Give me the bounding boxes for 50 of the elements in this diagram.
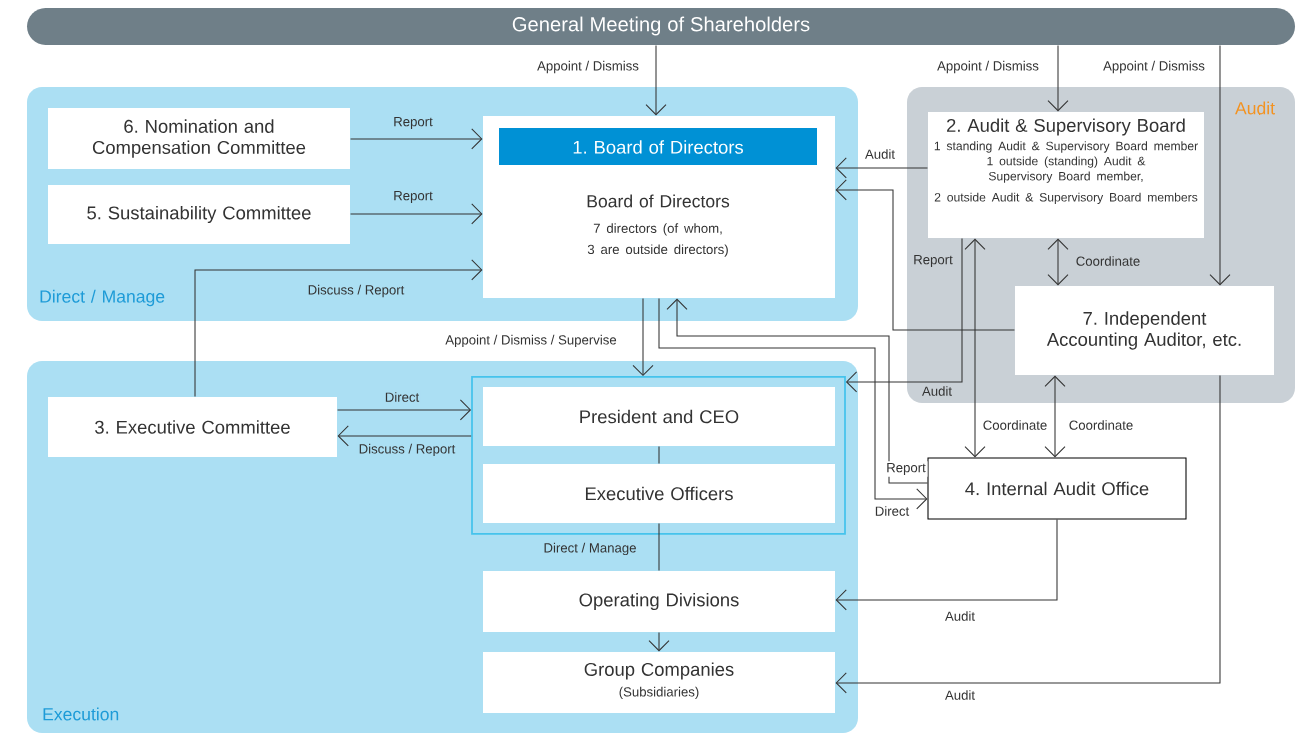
arrow: [350, 203, 483, 225]
edge-label: Appoint / Dismiss: [1101, 59, 1207, 75]
arrow: [337, 399, 472, 421]
edge-label: Appoint / Dismiss: [935, 59, 1041, 75]
arrow: [1047, 238, 1069, 286]
process-box: President and CEO: [483, 387, 835, 446]
arrow: [337, 425, 472, 447]
header-band: General Meeting of Shareholders: [27, 8, 1295, 45]
edge-label: Direct: [873, 504, 911, 518]
process-box: Group Companies (Subsidiaries): [483, 652, 835, 713]
arrow: [645, 45, 667, 116]
edge-label: Report: [391, 115, 435, 131]
flow-label: Report: [911, 253, 955, 269]
process-box: 3. Executive Committee: [48, 397, 337, 457]
process-box: 7. Independent Accounting Auditor, etc.: [1015, 286, 1274, 375]
edge-label: Audit: [863, 147, 897, 161]
arrow: [835, 157, 928, 179]
process-box: 5. Sustainability Committee: [48, 185, 350, 244]
arrow: [835, 375, 1221, 694]
arrow: [1044, 375, 1066, 458]
arrow: [835, 179, 1015, 331]
edge-label: Discuss / Report: [305, 283, 407, 299]
arrow: [632, 298, 654, 377]
edge-label: Report: [391, 189, 435, 205]
process-box: Executive Officers: [483, 464, 835, 523]
arrow: [1209, 45, 1231, 286]
arrow: [964, 238, 986, 458]
edge-label: Coordinate: [981, 418, 1049, 432]
edge-label: Direct / Manage: [541, 541, 639, 557]
arrow: [1047, 45, 1069, 112]
edge-label: Report: [884, 461, 928, 477]
process-box: Operating Divisions: [483, 571, 835, 632]
group-frame: [471, 376, 846, 535]
edge-label: Appoint / Dismiss: [535, 59, 641, 75]
process-box: 4. Internal Audit Office: [927, 457, 1187, 520]
arrow: [194, 259, 483, 397]
board-box: 1. Board of Directors Board of Directors 7 directors (of whom, 3 are outside directors): [483, 116, 835, 298]
arrow: [835, 519, 1058, 611]
arrow: [350, 128, 483, 150]
process-box: 2. Audit & Supervisory Board 1 standing Audit & Supervisory Board member 1 outside (standing) Audit & Supervisory Board member, 2 outside Audit & Supervisory Board members: [928, 112, 1204, 238]
edge-label: Audit: [943, 688, 977, 702]
edge-label: Discuss / Report: [356, 442, 458, 458]
process-box: 6. Nomination and Compensation Committee: [48, 108, 350, 169]
edge-label: Coordinate: [1067, 418, 1135, 432]
edge-label: Direct: [383, 390, 421, 404]
arrow: [845, 238, 963, 393]
edge-label: Coordinate: [1074, 254, 1142, 268]
edge-label: Audit: [943, 609, 977, 623]
edge-label: Appoint / Dismiss / Supervise: [443, 333, 619, 349]
edge-label: Audit: [920, 384, 954, 398]
